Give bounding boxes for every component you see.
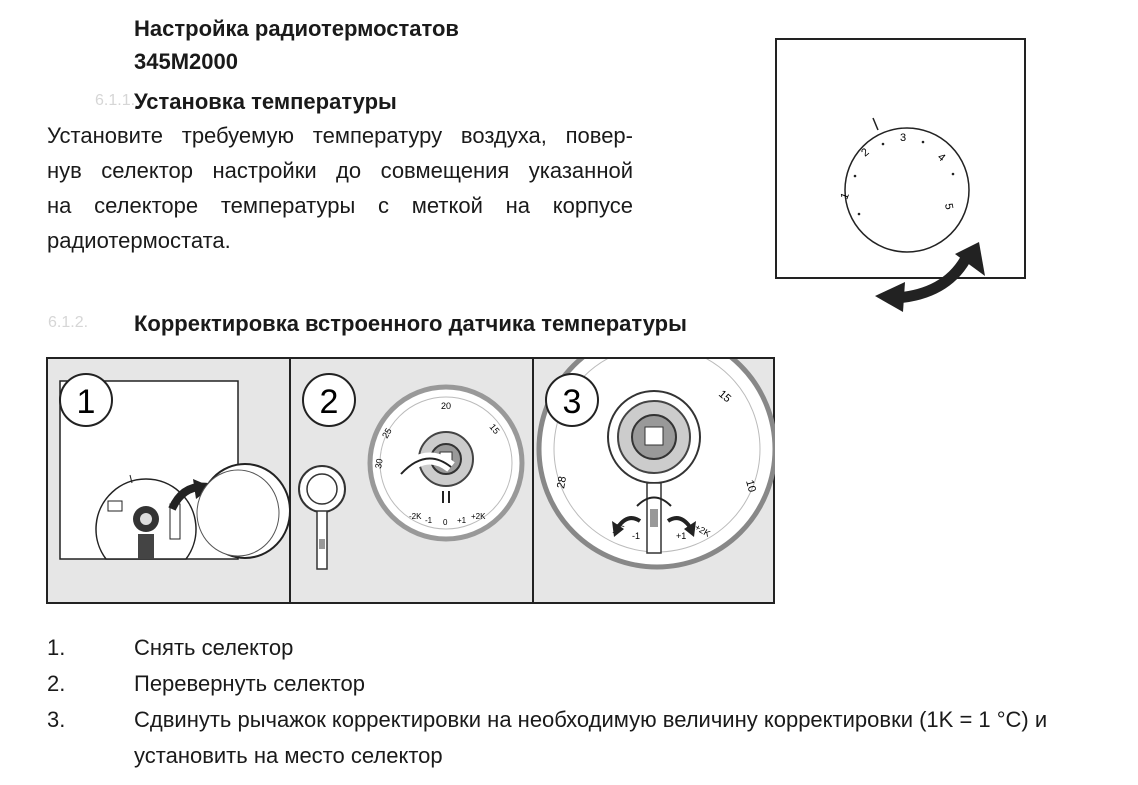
step-badge-number: 3	[563, 383, 582, 421]
dial-tick: 15	[487, 422, 501, 436]
section-title: Корректировка встроенного датчика темпер…	[134, 311, 687, 336]
dial-tick: 28	[555, 475, 569, 489]
dial-tick: +1	[676, 531, 686, 541]
step-badge-number: 1	[77, 383, 96, 421]
dial-tick: 20	[441, 401, 451, 411]
dial-tick: 10	[743, 479, 758, 494]
step-text: Сдвинуть рычажок корректировки на необхо…	[134, 707, 1048, 732]
dial-tick: 30	[373, 458, 385, 470]
dial-tick: 25	[380, 426, 394, 440]
intro-line: Установите требуемую температуру воздуха…	[47, 123, 633, 148]
dial-tick: -2K	[409, 512, 422, 521]
dial-number: 3	[900, 132, 906, 144]
dial-tick: +1	[457, 516, 467, 525]
step-number: 2.	[47, 671, 66, 696]
dial-figure: 1 2 3 4 5	[775, 38, 1026, 313]
dial-number: 1	[839, 191, 852, 201]
step-panel-3: 3 15 28 10 -2K -1 +1 +2K	[532, 359, 775, 602]
step-text: Перевернуть селектор	[134, 671, 365, 696]
step-panel-2: 2 20 25 15 30 -2K -1 0 +1 +2K	[289, 359, 534, 602]
intro-line: на селекторе температуры с меткой на кор…	[47, 193, 633, 218]
section-number-faint: 6.1.2.	[48, 314, 89, 331]
intro-line: радиотермостата.	[47, 228, 231, 253]
step-text: установить на место селектор	[134, 743, 443, 768]
section-number-faint: 6.1.1.	[95, 92, 136, 109]
step-panel-1: 1	[48, 359, 289, 602]
step-badge-number: 2	[320, 383, 339, 421]
step-text: Снять селектор	[134, 635, 294, 660]
dial-tick: -1	[632, 531, 640, 541]
step-number: 3.	[47, 707, 66, 732]
dial-illustration: 1 2 3 4 5	[775, 38, 1026, 312]
dial-tick: 0	[443, 518, 448, 527]
dial-tick: -1	[425, 516, 433, 525]
step-number: 1.	[47, 635, 66, 660]
document-title: Настройка радиотермостатов	[134, 16, 459, 41]
dial-tick: +2K	[471, 512, 486, 521]
intro-paragraph: Установите требуемую температуру воздуха…	[47, 118, 633, 258]
intro-line: нув селектор настройки до совмещения ука…	[47, 158, 633, 183]
steps-illustration: 1 2 20 25 15 30	[46, 357, 775, 604]
dial-number: 5	[942, 202, 955, 210]
document-model: 345M2000	[134, 49, 238, 74]
section-title: Установка температуры	[134, 89, 397, 114]
